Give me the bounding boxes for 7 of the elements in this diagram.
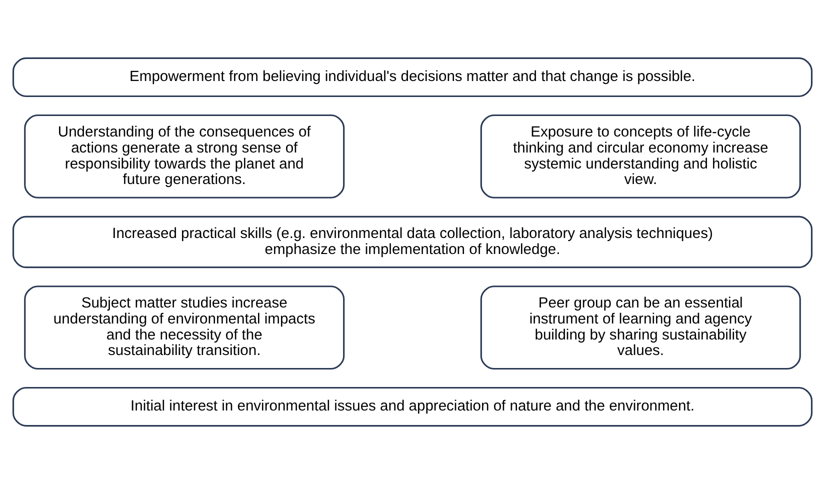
node-box: Initial interest in environmental issues and appreciation of nature and the environment.	[12, 386, 813, 427]
node-box: Empowerment from believing individual's decisions matter and that change is possible.	[12, 57, 813, 98]
node-box: Exposure to concepts of life-cycle thinking and circular economy increase systemic understanding and holistic view.	[480, 114, 801, 198]
node-box: Subject matter studies increase understanding of environmental impacts and the necessity of the sustainability transition.	[24, 286, 345, 370]
node-box: Understanding of the consequences of actions generate a strong sense of responsibility towards the planet and future generations.	[24, 114, 345, 198]
node-box: Increased practical skills (e.g. environmental data collection, laboratory analysis techniques) emphasize the implementation of knowledge.	[12, 216, 813, 268]
node-box: Peer group can be an essential instrument of learning and agency building by sharing sustainability values.	[480, 286, 801, 370]
